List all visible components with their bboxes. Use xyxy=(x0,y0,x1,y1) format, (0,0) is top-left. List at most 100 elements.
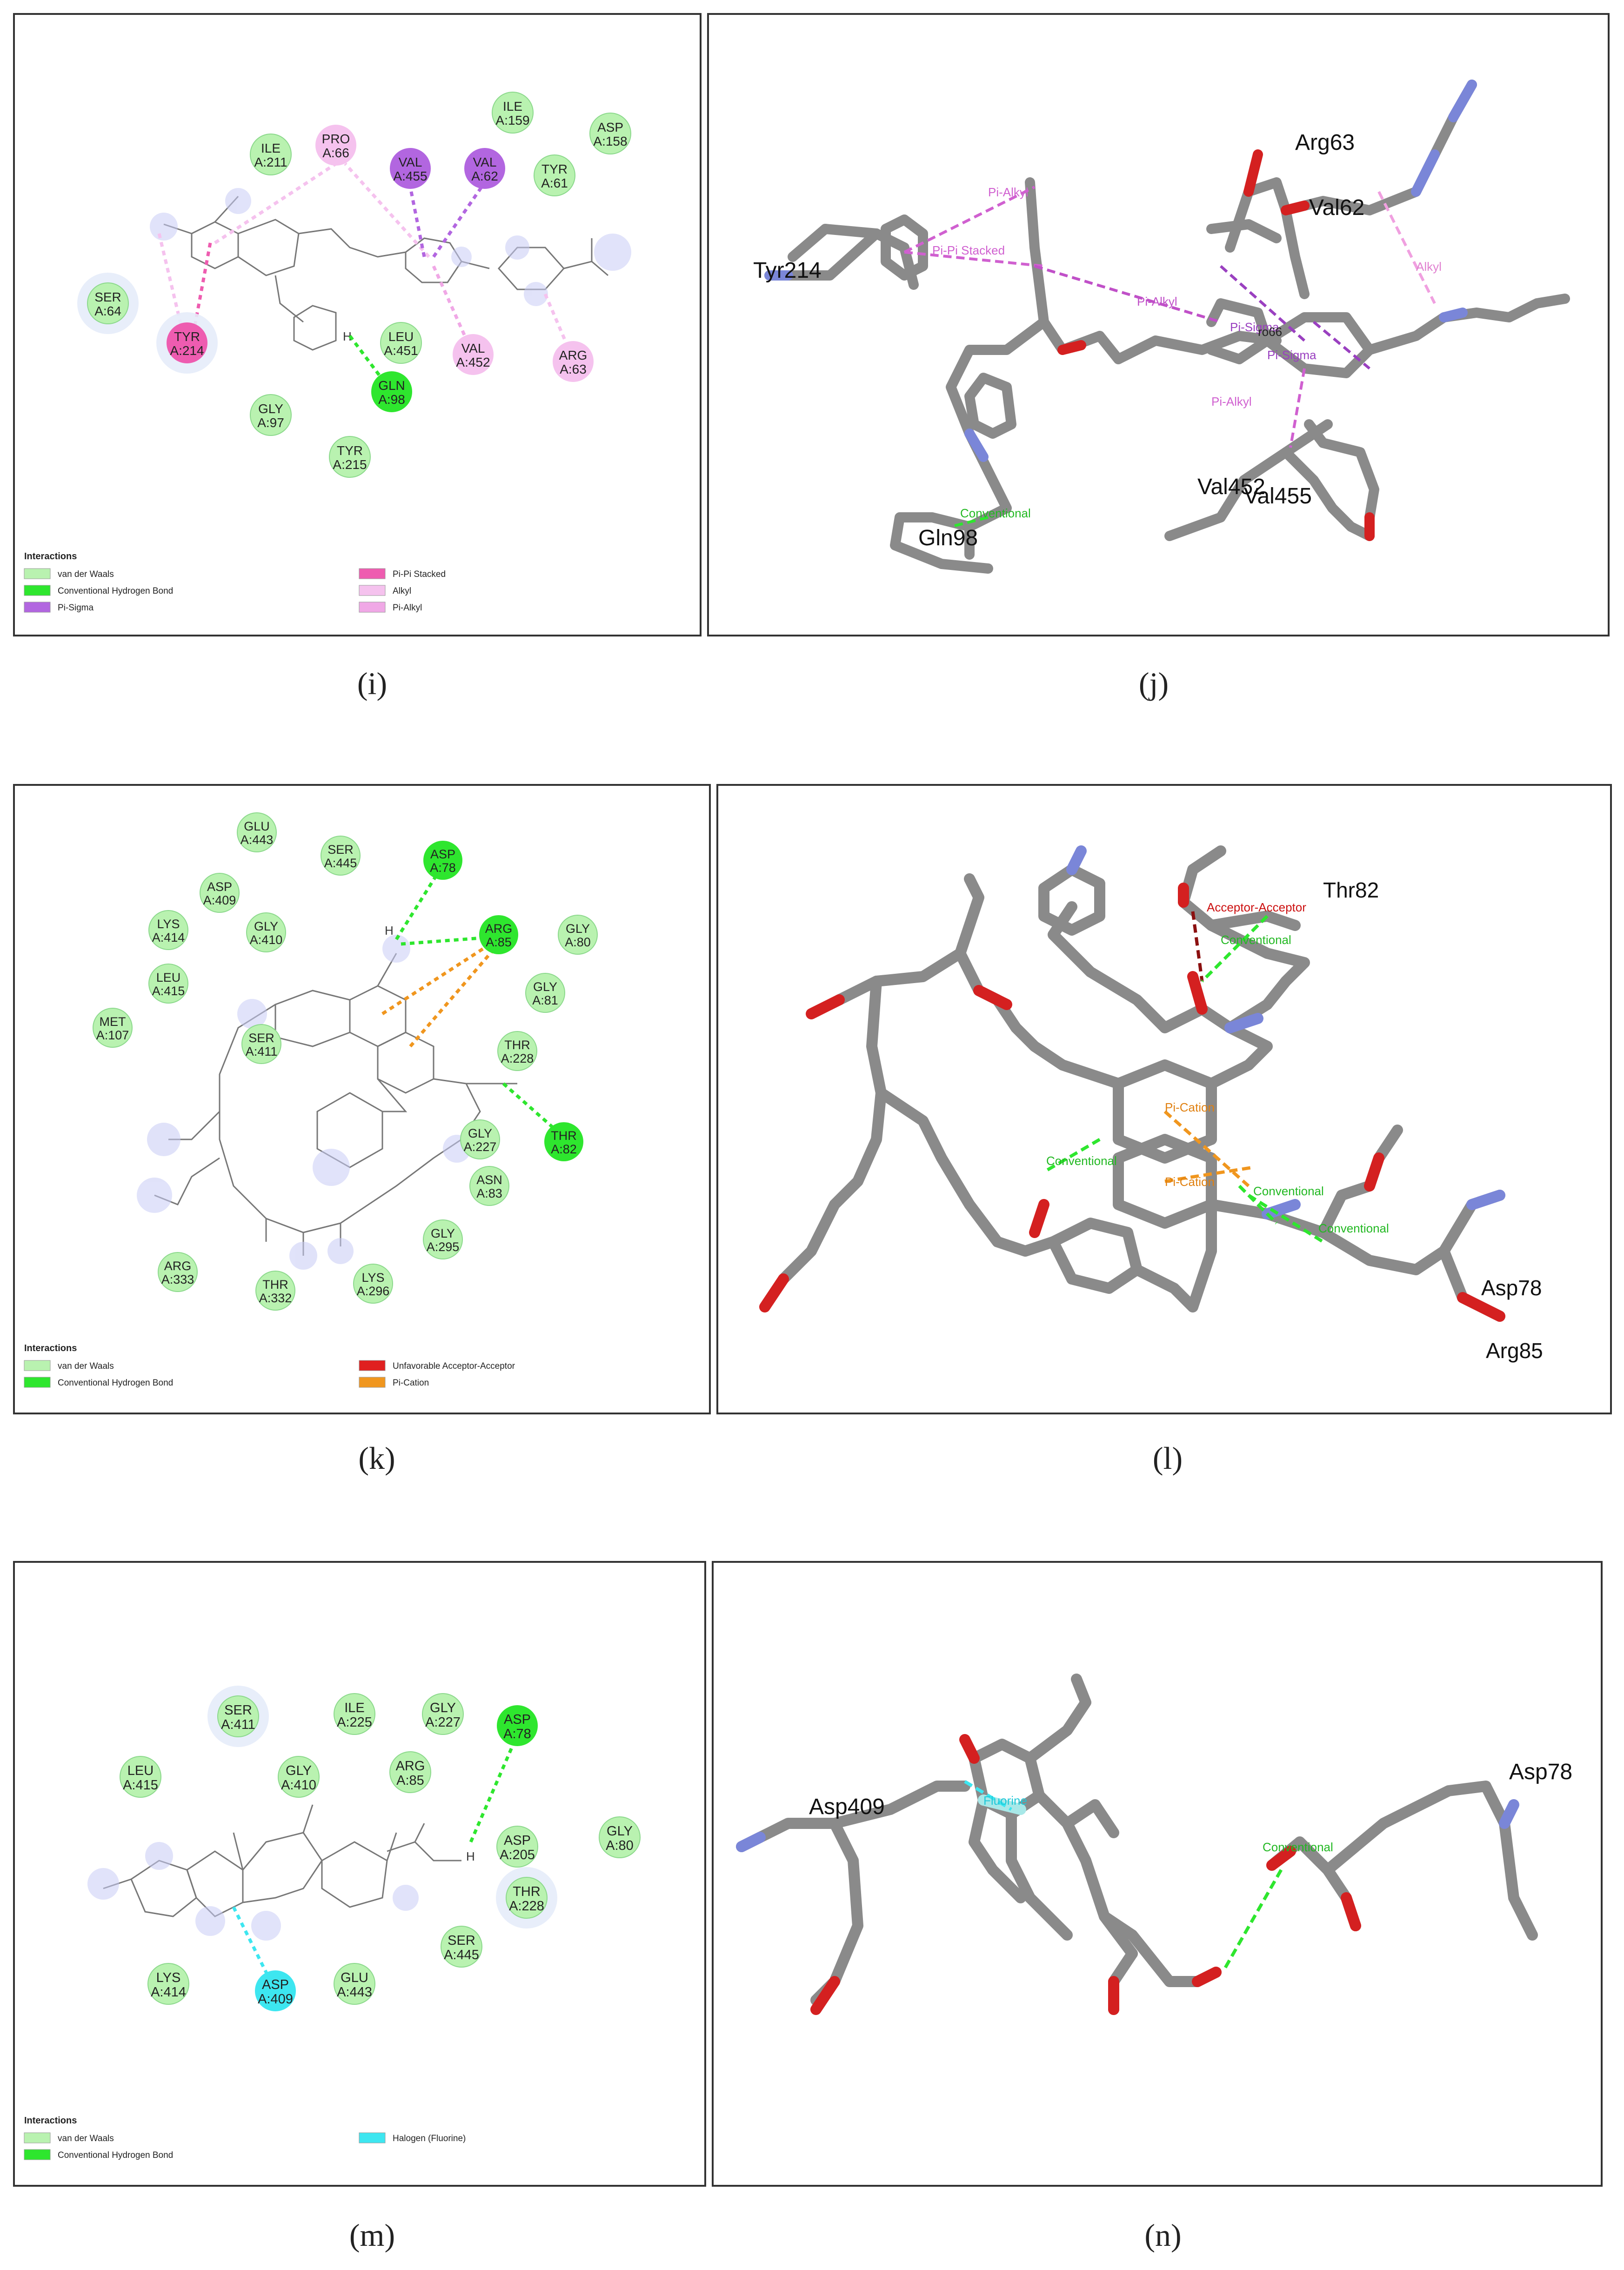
atom-n-l-4 xyxy=(1066,845,1087,875)
interaction-lines-m xyxy=(232,1734,519,1992)
ligand-bond-m-6 xyxy=(414,1823,425,1842)
residue-disc xyxy=(441,1926,482,1968)
stick-j-6 xyxy=(1206,298,1272,364)
legend-label: Conventional Hydrogen Bond xyxy=(58,1378,173,1388)
atom-n-l-1 xyxy=(1224,1013,1263,1033)
residue-id: A:97 xyxy=(257,415,284,430)
residue-disc xyxy=(321,836,361,876)
residue-name: GLY xyxy=(258,402,283,416)
residue-id: A:85 xyxy=(486,935,512,949)
residue-name: GLU xyxy=(341,1970,368,1985)
stick-l-5 xyxy=(1048,1218,1143,1294)
atom-n-n-1 xyxy=(736,1832,766,1852)
residue-disc xyxy=(464,148,505,189)
residue-disc xyxy=(423,841,462,880)
stick-n-6 xyxy=(1006,1808,1073,1941)
ligand-ring-k-2 xyxy=(377,1031,434,1094)
residue-name: THR xyxy=(551,1129,577,1143)
residue-name: LYS xyxy=(157,917,180,931)
atom-o-n-4 xyxy=(1192,1967,1222,1987)
interaction-j-pialkyl-3 xyxy=(1289,368,1306,448)
residue-disc xyxy=(241,1024,281,1064)
interaction-hbond-gln98 xyxy=(348,335,393,393)
residue-disc xyxy=(506,1877,548,1919)
residue-label-3d: Arg85 xyxy=(1486,1339,1543,1363)
residue-disc xyxy=(553,341,594,382)
residue-id: A:64 xyxy=(94,304,121,318)
interaction-l-hbond-4 xyxy=(1248,1194,1324,1243)
residue-id: A:82 xyxy=(551,1142,577,1156)
residue-disc xyxy=(380,322,422,364)
residue-label-3d: Asp409 xyxy=(809,1795,885,1819)
atom-o-j-1 xyxy=(1243,149,1263,197)
residue-disc xyxy=(250,134,292,175)
residue-disc xyxy=(497,1031,537,1071)
interaction-n-hbond xyxy=(1223,1869,1283,1969)
residue-id: A:107 xyxy=(96,1028,129,1042)
residue-name: ASP xyxy=(504,1712,531,1727)
ligand-halos-m xyxy=(87,1842,419,1941)
ligand-atom-h-k: H xyxy=(385,924,394,937)
residue-disc xyxy=(469,1166,509,1206)
atom-o-l-1 xyxy=(973,985,1012,1010)
residue-id: A:445 xyxy=(324,856,357,870)
interaction-label-3d: Conventional xyxy=(1221,933,1291,947)
residue-disc xyxy=(589,113,631,154)
ligand-ring-i-3 xyxy=(405,237,462,283)
residue-id: A:227 xyxy=(464,1140,497,1154)
residue-id: A:159 xyxy=(495,113,529,127)
residue-id: A:333 xyxy=(161,1272,194,1286)
residue-name: ASP xyxy=(262,1977,289,1992)
interaction-pisigma-val62 xyxy=(432,181,486,258)
residue-name: TYR xyxy=(174,329,200,344)
legend-swatch xyxy=(359,585,386,596)
residue-label-3d: Gln98 xyxy=(918,526,978,550)
stick-l-12 xyxy=(1206,1190,1505,1275)
interaction-label-3d: Pi-Alkyl xyxy=(1137,295,1177,308)
caption-i: (i) xyxy=(357,666,388,701)
legend-label: Alkyl xyxy=(393,586,411,596)
atom-o-n-2 xyxy=(959,1734,980,1764)
residue-id: A:228 xyxy=(509,1899,544,1914)
interaction-j-hbond xyxy=(950,516,989,528)
residue-id: A:214 xyxy=(170,343,204,358)
residue-id: A:411 xyxy=(221,1717,255,1732)
ligand-bond-m-5 xyxy=(386,1832,397,1861)
legend-swatch xyxy=(359,2132,386,2143)
sticks-n xyxy=(736,1674,1538,2015)
hetero-atoms-j xyxy=(764,80,1477,541)
residue-id: A:62 xyxy=(471,169,498,183)
atom-o-l-8 xyxy=(1457,1292,1505,1322)
residue-disc xyxy=(87,282,129,324)
residue-disc xyxy=(496,1826,538,1868)
residue-name: MET xyxy=(100,1015,126,1029)
ligand-halos-i xyxy=(150,188,631,306)
residue-id: A:332 xyxy=(259,1291,292,1305)
residue-disc xyxy=(599,1816,641,1858)
residue-disc xyxy=(371,371,412,412)
interaction-label-3d: Conventional xyxy=(960,506,1031,520)
residue-disc xyxy=(255,1271,295,1311)
stick-l-9 xyxy=(1048,901,1273,1089)
halo-m-3 xyxy=(195,1906,225,1936)
ligand-ring-i-2 xyxy=(293,305,337,351)
residue-name: GLN xyxy=(378,378,405,393)
interaction-l-hbond-1 xyxy=(1201,915,1269,983)
atom-n-j-5 xyxy=(1448,80,1477,122)
interaction-label-3d: Acceptor-Acceptor xyxy=(1207,900,1306,914)
residue-disc xyxy=(167,322,207,363)
sticks-l xyxy=(778,845,1505,1322)
legend-swatch xyxy=(24,602,51,613)
residue-label-3d: Val452 xyxy=(1197,475,1265,499)
residue-id: A:455 xyxy=(393,169,427,183)
stick-n-4 xyxy=(1024,1674,1091,1764)
ligand-ring-m-3 xyxy=(242,1832,323,1903)
residue-name: ASP xyxy=(597,120,623,134)
interaction-pication-1 xyxy=(381,940,495,1015)
residue-name: LYS xyxy=(361,1271,384,1285)
residue-discs-m: SERA:411ILEA:225GLYA:227LEUA:415GLYA:410… xyxy=(120,1686,641,2011)
residue-disc xyxy=(558,915,598,955)
residue-id: A:451 xyxy=(384,343,418,358)
residue-name: ARG xyxy=(485,922,513,936)
